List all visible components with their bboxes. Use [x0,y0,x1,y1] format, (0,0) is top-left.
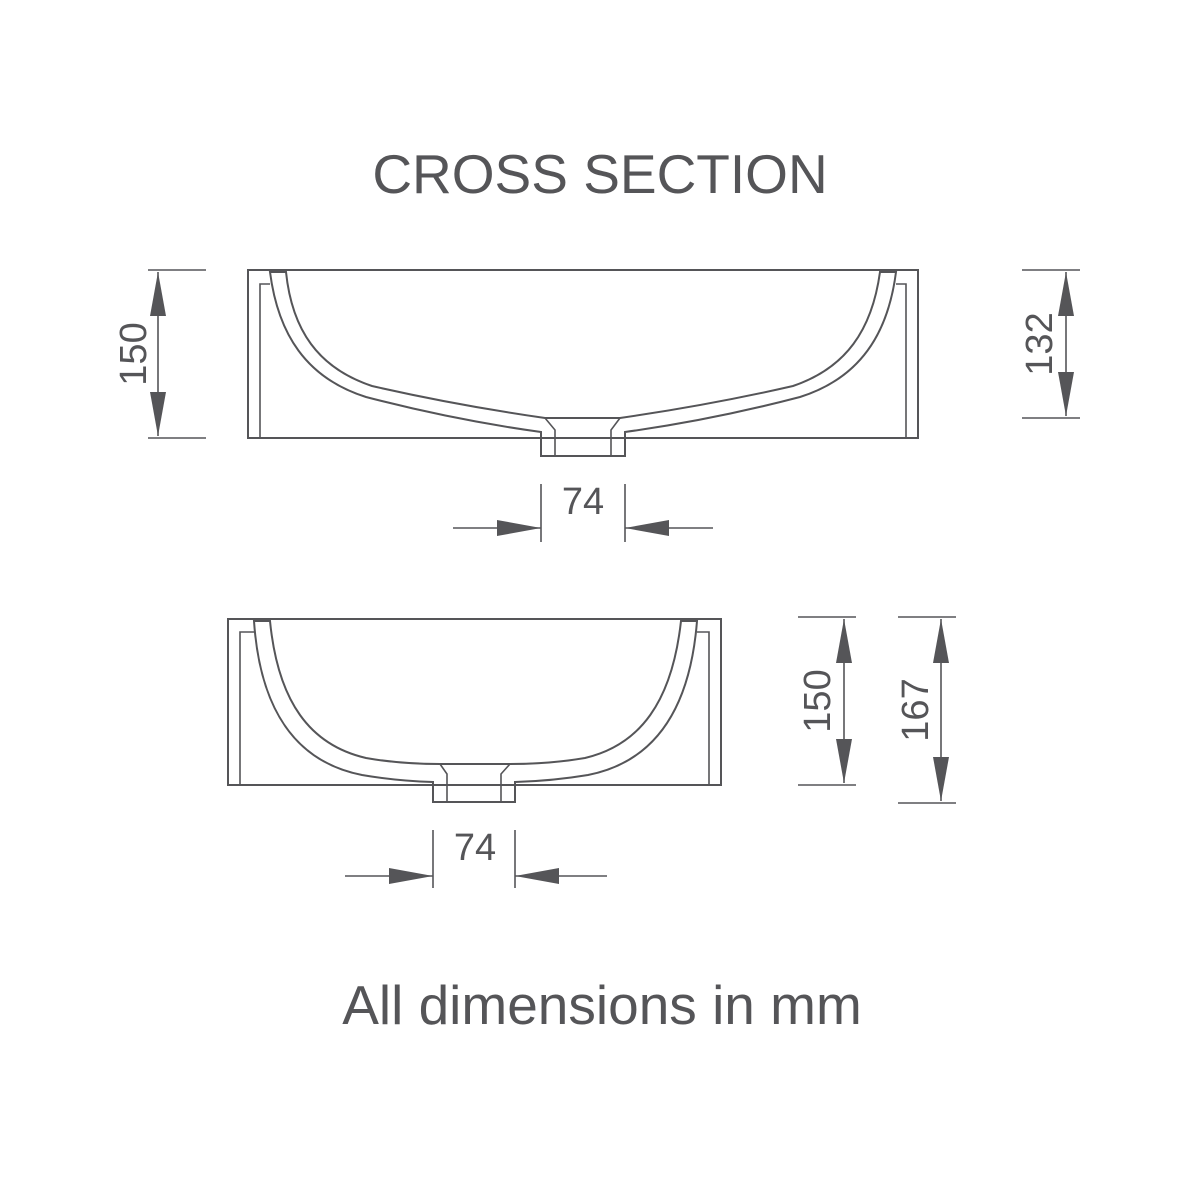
upper-drain-inner-right [610,417,621,456]
drawing-title: CROSS SECTION [372,143,827,205]
lower-bowl-wall [252,620,699,803]
upper-basin-section: 150 132 74 [113,269,1080,542]
lower-drain-inner-right [500,763,511,802]
upper-drain-width-label: 74 [562,481,604,523]
upper-dimension-overall-height: 150 [113,269,206,439]
lower-basin-section: 150 167 74 [227,616,956,888]
upper-bowl-wall [268,271,898,457]
lower-basin-outer-outline [227,618,722,786]
upper-drain-inner-left [544,417,556,456]
lower-dimension-drain-width: 74 [345,827,607,888]
upper-left-wall-line [259,283,270,438]
lower-height-overall-label: 167 [895,678,937,741]
lower-left-wall-line [239,631,254,785]
lower-dimension-inner-height: 150 [797,616,856,786]
upper-right-wall-line [896,283,907,438]
upper-dimension-inner-height: 132 [1019,269,1080,419]
lower-drain-inner-left [439,763,448,802]
upper-height-inner-label: 132 [1019,312,1061,375]
lower-drain-width-label: 74 [454,827,496,869]
upper-basin-outer-outline [247,269,919,439]
lower-right-wall-line [697,631,710,785]
upper-height-overall-label: 150 [113,322,155,385]
lower-dimension-overall-height: 167 [895,616,956,804]
lower-height-inner-label: 150 [797,669,839,732]
upper-dimension-drain-width: 74 [453,481,713,542]
units-note: All dimensions in mm [342,974,862,1036]
